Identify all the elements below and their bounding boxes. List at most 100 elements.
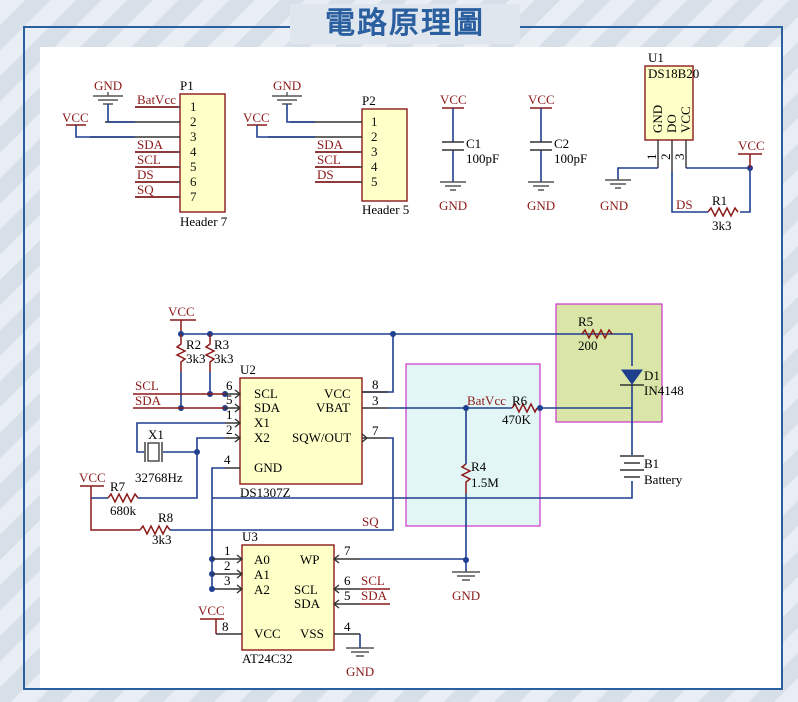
u2-num-6: 6 [226, 378, 233, 393]
c2-vcc-label: VCC [528, 92, 555, 107]
u2-num-5: 5 [226, 392, 233, 407]
p2-pin-5: 5 [371, 174, 378, 189]
u3-vcc-label: VCC [198, 603, 225, 618]
u2-num-7: 7 [372, 423, 379, 438]
c2-gnd-label: GND [527, 198, 555, 213]
p1-pin-1: 1 [190, 99, 197, 114]
u2-pin-scl: SCL [254, 386, 278, 401]
p1-net-scl: SCL [137, 152, 161, 167]
u2-num-3: 3 [372, 393, 379, 408]
u3-pin-vcc: VCC [254, 626, 281, 641]
battery-section: R5 200 D1 IN4148 BatVcc R6 470K R4 1.5M … [212, 314, 684, 603]
r1-value: 3k3 [712, 218, 732, 233]
p2-net-sda: SDA [317, 137, 344, 152]
r4-value: 1.5M [471, 475, 499, 490]
u1-pin-num-1: 1 [644, 154, 659, 161]
u3-scl-net: SCL [361, 573, 385, 588]
p2-pin-3: 3 [371, 144, 378, 159]
u2-name: DS1307Z [240, 485, 291, 500]
page-title: 電路原理圖 [325, 6, 485, 41]
p2-net-ds: DS [317, 167, 334, 182]
d1-value: IN4148 [644, 383, 684, 398]
capacitor-c1: VCC C1 100pF GND [439, 92, 499, 213]
batvcc-label: BatVcc [467, 393, 506, 408]
u1-pin-gnd: GND [650, 105, 665, 133]
p1-pin-6: 6 [190, 174, 197, 189]
diode-zone [555, 303, 663, 423]
u3-num-5: 5 [344, 588, 351, 603]
d1-designator: D1 [644, 368, 660, 383]
u3-num-3: 3 [224, 573, 231, 588]
p2-pin-2: 2 [371, 129, 378, 144]
u2-num-2: 2 [226, 422, 233, 437]
capacitor-c2: VCC C2 100pF GND [527, 92, 587, 213]
u3-sda-net: SDA [361, 588, 388, 603]
header-p1: P1 Header 7 1 2 3 4 5 6 7 GND VCC BatVcc… [62, 78, 228, 229]
title-backdrop [290, 4, 520, 44]
c1-value: 100pF [466, 151, 499, 166]
u1-ds-label: DS [676, 197, 693, 212]
u2-pin-x1: X1 [254, 415, 270, 430]
c1-designator: C1 [466, 136, 481, 151]
rtc-vcc-label: VCC [168, 304, 195, 319]
battery-gnd-label: GND [452, 588, 480, 603]
r7-vcc-label: VCC [79, 470, 106, 485]
c1-gnd-label: GND [439, 198, 467, 213]
p1-net-ds: DS [137, 167, 154, 182]
u3-pin-a2: A2 [254, 582, 270, 597]
c1-vcc-label: VCC [440, 92, 467, 107]
u3-num-8: 8 [222, 619, 229, 634]
r4-designator: R4 [471, 459, 487, 474]
p1-vcc-label: VCC [62, 110, 89, 125]
rtc-scl-label: SCL [135, 378, 159, 393]
u2-pin-vbat: VBAT [316, 400, 350, 415]
r2-value: 3k3 [186, 351, 206, 366]
r8-designator: R8 [158, 510, 173, 525]
u1-name: DS18B20 [648, 66, 699, 81]
r2-designator: R2 [186, 337, 201, 352]
b1-value: Battery [644, 472, 683, 487]
rtc-sda-label: SDA [135, 393, 162, 408]
u3-num-4: 4 [344, 619, 351, 634]
p1-pin-3: 3 [190, 129, 197, 144]
r7-value: 680k [110, 503, 137, 518]
c2-designator: C2 [554, 136, 569, 151]
charging-zone [405, 363, 541, 527]
u2-num-1: 1 [226, 407, 233, 422]
u1-pin-num-2: 2 [658, 154, 673, 161]
p1-designator: P1 [180, 78, 194, 93]
p2-vcc-label: VCC [243, 110, 270, 125]
p2-designator: P2 [362, 93, 376, 108]
u3-pin-scl: SCL [294, 582, 318, 597]
r7-designator: R7 [110, 479, 126, 494]
u3-pin-vss: VSS [300, 626, 324, 641]
u3-designator: U3 [242, 529, 258, 544]
r6-value: 470K [502, 412, 532, 427]
p2-net-scl: SCL [317, 152, 341, 167]
u1-pin-vcc: VCC [678, 106, 693, 133]
u3-num-1: 1 [224, 543, 231, 558]
u2-pin-vcc: VCC [324, 386, 351, 401]
p2-name: Header 5 [362, 202, 409, 217]
p2-pin-1: 1 [371, 114, 378, 129]
u3-num-6: 6 [344, 573, 351, 588]
r1-designator: R1 [712, 193, 727, 208]
u2-num-4: 4 [224, 452, 231, 467]
u3-pin-a1: A1 [254, 567, 270, 582]
r3-designator: R3 [214, 337, 229, 352]
r8-value: 3k3 [152, 532, 172, 547]
x1-designator: X1 [148, 427, 164, 442]
u3-num-2: 2 [224, 558, 231, 573]
p1-pin-4: 4 [190, 144, 197, 159]
p2-pin-4: 4 [371, 159, 378, 174]
u1-designator: U1 [648, 50, 664, 65]
r5-designator: R5 [578, 314, 593, 329]
u1-vcc-label: VCC [738, 138, 765, 153]
r3-value: 3k3 [214, 351, 234, 366]
u1-pin-do: DO [664, 114, 679, 133]
c2-value: 100pF [554, 151, 587, 166]
u2-pin-x2: X2 [254, 430, 270, 445]
b1-designator: B1 [644, 456, 659, 471]
p1-gnd-label: GND [94, 78, 122, 93]
